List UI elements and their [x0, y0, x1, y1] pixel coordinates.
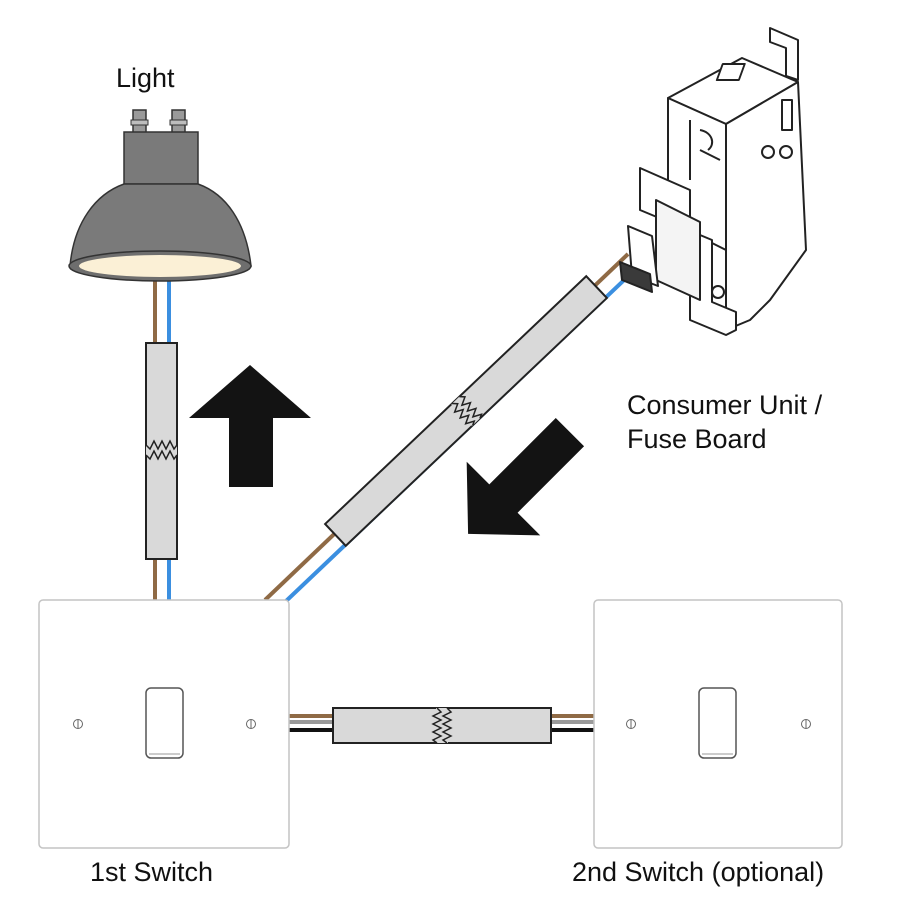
light-label: Light [116, 63, 175, 93]
consumer-unit-label-line2: Fuse Board [627, 424, 767, 454]
bulb-lens [79, 255, 241, 277]
first-switch [38, 599, 290, 849]
second-switch-screw-right [801, 719, 811, 729]
light-bulb [68, 109, 252, 282]
second-switch-screw-left [626, 719, 636, 729]
first-switch-screw-left [73, 719, 83, 729]
arrow-down-left-icon [466, 417, 585, 536]
arrow-up-icon [189, 365, 311, 487]
first-switch-label: 1st Switch [90, 857, 214, 887]
second-switch-rocker [698, 687, 737, 759]
supply-cable-sleeve [323, 274, 609, 548]
second-switch [593, 599, 843, 849]
light-cable-sleeve [145, 342, 178, 560]
consumer-unit-label-line1: Consumer Unit / [627, 390, 823, 420]
first-switch-screw-right [246, 719, 256, 729]
switch-link-sleeve [332, 707, 552, 744]
breaker-toggle [619, 261, 653, 293]
circuit-breaker [619, 27, 807, 336]
second-switch-label: 2nd Switch (optional) [572, 857, 825, 887]
first-switch-rocker [145, 687, 184, 759]
